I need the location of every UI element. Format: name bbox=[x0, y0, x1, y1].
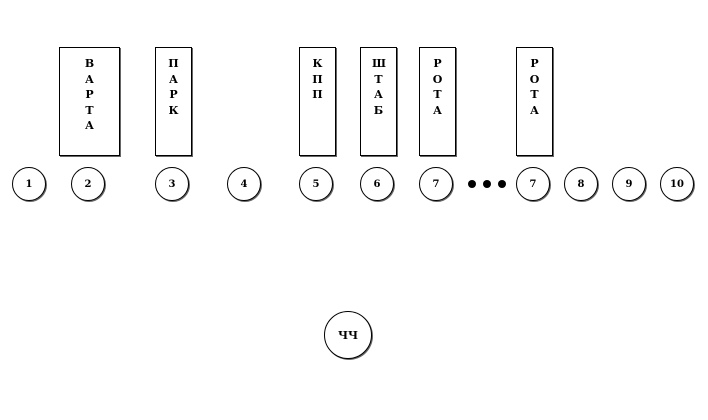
building-rota: РОТА bbox=[516, 47, 553, 156]
position-node: 7 bbox=[516, 167, 550, 201]
building-label: ШТАБ bbox=[372, 57, 386, 117]
position-node: 7 bbox=[419, 167, 453, 201]
building-label: РОТА bbox=[432, 57, 443, 117]
position-node: 2 bbox=[71, 167, 105, 201]
building-kpp: КПП bbox=[299, 47, 336, 156]
building-shtab: ШТАБ bbox=[360, 47, 397, 156]
center-node: ЧЧ bbox=[324, 311, 372, 359]
building-label: РОТА bbox=[529, 57, 540, 117]
building-label: ПАРК bbox=[168, 57, 179, 117]
dot-icon bbox=[468, 180, 476, 188]
position-node: 6 bbox=[360, 167, 394, 201]
building-park: ПАРК bbox=[155, 47, 192, 156]
position-node: 3 bbox=[155, 167, 189, 201]
position-node: 1 bbox=[12, 167, 46, 201]
position-node: 8 bbox=[564, 167, 598, 201]
dot-icon bbox=[498, 180, 506, 188]
position-node: 10 bbox=[660, 167, 694, 201]
position-node: 4 bbox=[227, 167, 261, 201]
building-label: ВАРТА bbox=[84, 57, 95, 132]
building-rota: РОТА bbox=[419, 47, 456, 156]
position-node: 5 bbox=[299, 167, 333, 201]
dot-icon bbox=[483, 180, 491, 188]
building-label: КПП bbox=[312, 57, 323, 101]
position-node: 9 bbox=[612, 167, 646, 201]
ellipsis-dots bbox=[468, 178, 506, 190]
building-varta: ВАРТА bbox=[59, 47, 120, 156]
